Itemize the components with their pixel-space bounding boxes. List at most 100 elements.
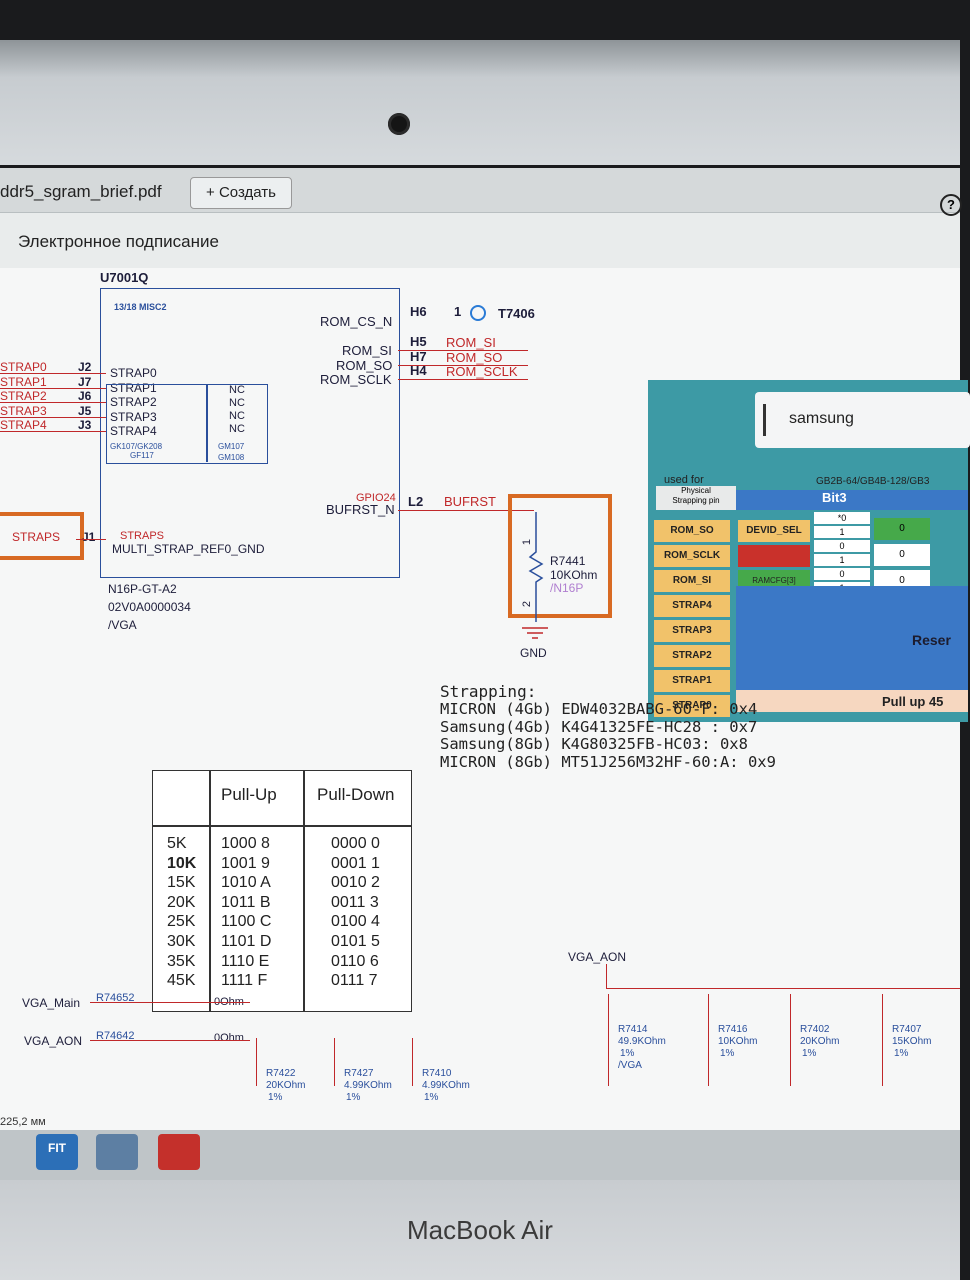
app-icon[interactable] [96,1134,138,1170]
search-value[interactable]: samsung [789,410,854,427]
resistor-value-cell: 25K [167,913,196,931]
net-line [412,1038,413,1086]
net-line [0,373,106,374]
pdf-page: U7001Q 13/18 MISC2 ROM_CS_N ROM_SI ROM_S… [0,268,970,1213]
header-pull-up: Pull-Up [221,785,277,804]
lower-resistor-value: 4.99KOhm [344,1080,392,1091]
pull-up-code: 1110 E [221,952,270,970]
document-tab[interactable]: ddr5_sgram_brief.pdf [0,182,162,201]
testpoint-name: T7406 [498,306,535,321]
resistor-value-cell: 15K [167,874,196,892]
pull-down-code: 0100 4 [331,913,380,931]
ball-h5: H5 [410,334,427,349]
header-pull-down: Pull-Down [317,785,395,804]
pull-up-code: 1111 F [221,972,268,990]
highlight-box [508,494,612,618]
strap-net: STRAP1 [0,374,47,389]
used-for-label: used for [664,474,704,486]
vga-aon-label: VGA_AON [568,950,627,964]
reserved-label: Reser [912,632,951,648]
strap-subbox [106,384,268,464]
r74652: R74652 [96,992,135,1004]
net-line [90,1040,250,1041]
net-line [76,539,106,540]
straps-pin-net: STRAPS [120,530,165,542]
ball-h6: H6 [410,304,427,319]
bit-zero-cell: 0 [874,544,930,566]
resistor-name: R7441 [550,554,586,568]
gk-label: GK107/GK208 [110,442,163,451]
panel-row-label: ROM_SCLK [654,545,730,567]
strap-ball: J6 [78,389,92,403]
lower-resistor-tol: 1% [620,1048,635,1059]
pdf-icon[interactable] [158,1134,200,1170]
gpio-label: GPIO24 [356,492,396,504]
strapping-text: Strapping pin [672,496,720,505]
testpoint-pin: 1 [454,304,462,319]
net-line [0,416,106,418]
physical-header: Physical Strapping pin [656,486,736,510]
nc-label: NC [229,397,245,409]
panel-row-label: STRAP0 [654,695,730,717]
net-line [708,994,709,1086]
gm-label: GM108 [218,453,245,462]
bit-cell: 1 [814,526,870,538]
fit-button[interactable]: FIT [36,1134,78,1170]
strap-pin: STRAP3 [110,409,157,424]
misc-label: 13/18 MISC2 [114,302,167,312]
rom-pin-so: ROM_SO [336,358,393,373]
net-rom-so: ROM_SO [446,350,503,365]
lower-resistor-tol: 1% [268,1092,283,1103]
pull-down-code: 0000 0 [331,835,380,852]
chip-outline [100,288,400,578]
panel-row-label: ROM_SI [654,570,730,592]
pullup-label: Pull up 45 [882,694,944,709]
search-box[interactable]: samsung [755,392,970,448]
panel-row-label: STRAP4 [654,595,730,617]
zoom-readout: 225,2 мм [0,1116,46,1128]
laptop-body [0,1180,960,1280]
pull-down-code: 0111 7 [331,972,378,990]
strapping-line: MICRON (8Gb) MT51J256M32HF-60:A: 0x9 [440,752,776,771]
bufrst-pin: BUFRST_N [326,502,395,517]
nc-label: NC [229,410,245,422]
straps-box [0,512,84,560]
bit-cell: *0 [814,512,870,524]
gb-header: GB2B-64/GB4B-128/GB3 [816,476,930,487]
e-signature-label[interactable]: Электронное подписание [18,232,219,251]
lower-resistor-name: R7402 [800,1024,830,1035]
ball-h7: H7 [410,349,427,364]
tab-bar: ddr5_sgram_brief.pdf + Создать ? [0,168,962,216]
lower-resistor-value: 49.9KOhm [618,1036,666,1047]
strap-ball: J5 [78,403,92,418]
gnd-label: GND [520,646,547,660]
lower-resistor-value: 20KOhm [800,1036,840,1047]
part-rail: /VGA [108,618,137,632]
gk-label: GF117 [130,451,154,460]
lower-resistor-tol: 1% [894,1048,909,1059]
laptop-screen: ddr5_sgram_brief.pdf + Создать ? Электро… [0,168,970,1213]
testpoint-icon [470,305,486,321]
net-line [882,994,883,1086]
strap-ball: J2 [78,360,92,374]
lower-resistor-value: 4.99KOhm [422,1080,470,1091]
screen-bezel [0,40,960,165]
net-line [398,510,534,511]
lower-resistor-tol: 1% [802,1048,817,1059]
help-icon[interactable]: ? [940,194,962,216]
rom-pin-si: ROM_SI [342,343,392,358]
create-button[interactable]: + Создать [190,177,292,209]
lower-resistor-name: R7422 [266,1068,296,1079]
part-number: N16P-GT-A2 [108,582,177,596]
resistor-variant: /N16P [550,581,584,595]
strap-net: STRAP2 [0,389,47,403]
strapping-line: MICRON (4Gb) EDW4032BABG-60-F: 0x4 [440,700,758,718]
pull-up-code: 1100 C [221,913,272,931]
panel-row-label: STRAP1 [654,670,730,692]
chip-label: U7001Q [100,270,149,285]
pull-down-code: 0001 1 [331,854,380,872]
strap-ball: J3 [78,418,92,432]
pull-up-code: 1011 B [221,893,271,911]
rom-pin-sclk: ROM_SCLK [320,372,392,387]
pull-up-code: 1000 8 [221,835,270,852]
